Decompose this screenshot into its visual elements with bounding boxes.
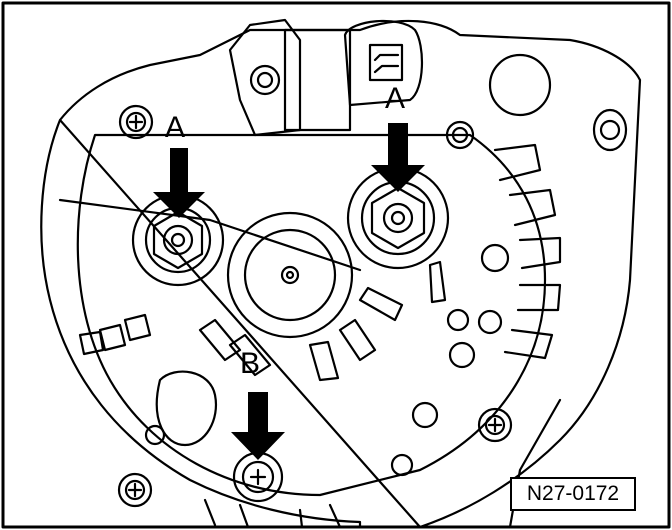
label-a-left: A — [165, 111, 185, 144]
figure-id-box: N27-0172 — [510, 477, 636, 511]
connector-housing — [343, 19, 423, 107]
screw-top-left — [118, 104, 154, 140]
terminal-left-hex — [152, 210, 204, 270]
arrow-a-right — [371, 123, 425, 192]
housing-outline — [40, 19, 642, 529]
ear-top-right — [488, 53, 552, 117]
ear-hole-right — [592, 108, 628, 152]
cover-plate — [76, 133, 547, 497]
arrow-a-left — [153, 148, 205, 218]
screw-b — [232, 451, 284, 503]
regulator-block — [283, 28, 352, 132]
label-b: B — [240, 347, 260, 380]
screw-right — [477, 407, 513, 443]
screw-bottom-left — [117, 472, 153, 508]
connector-pins — [373, 53, 400, 74]
diode-fins — [198, 286, 404, 382]
arrow-b — [231, 392, 285, 460]
screw-top-right — [445, 120, 475, 150]
cooling-fins — [493, 143, 562, 360]
connector-plug — [368, 43, 404, 82]
screw-top-mid — [249, 64, 281, 96]
label-a-right: A — [385, 82, 405, 115]
bearing-outer — [226, 211, 354, 339]
terminal-right-hex — [370, 186, 426, 250]
regulator-bracket — [228, 18, 302, 137]
figure-id-text: N27-0172 — [526, 482, 620, 505]
